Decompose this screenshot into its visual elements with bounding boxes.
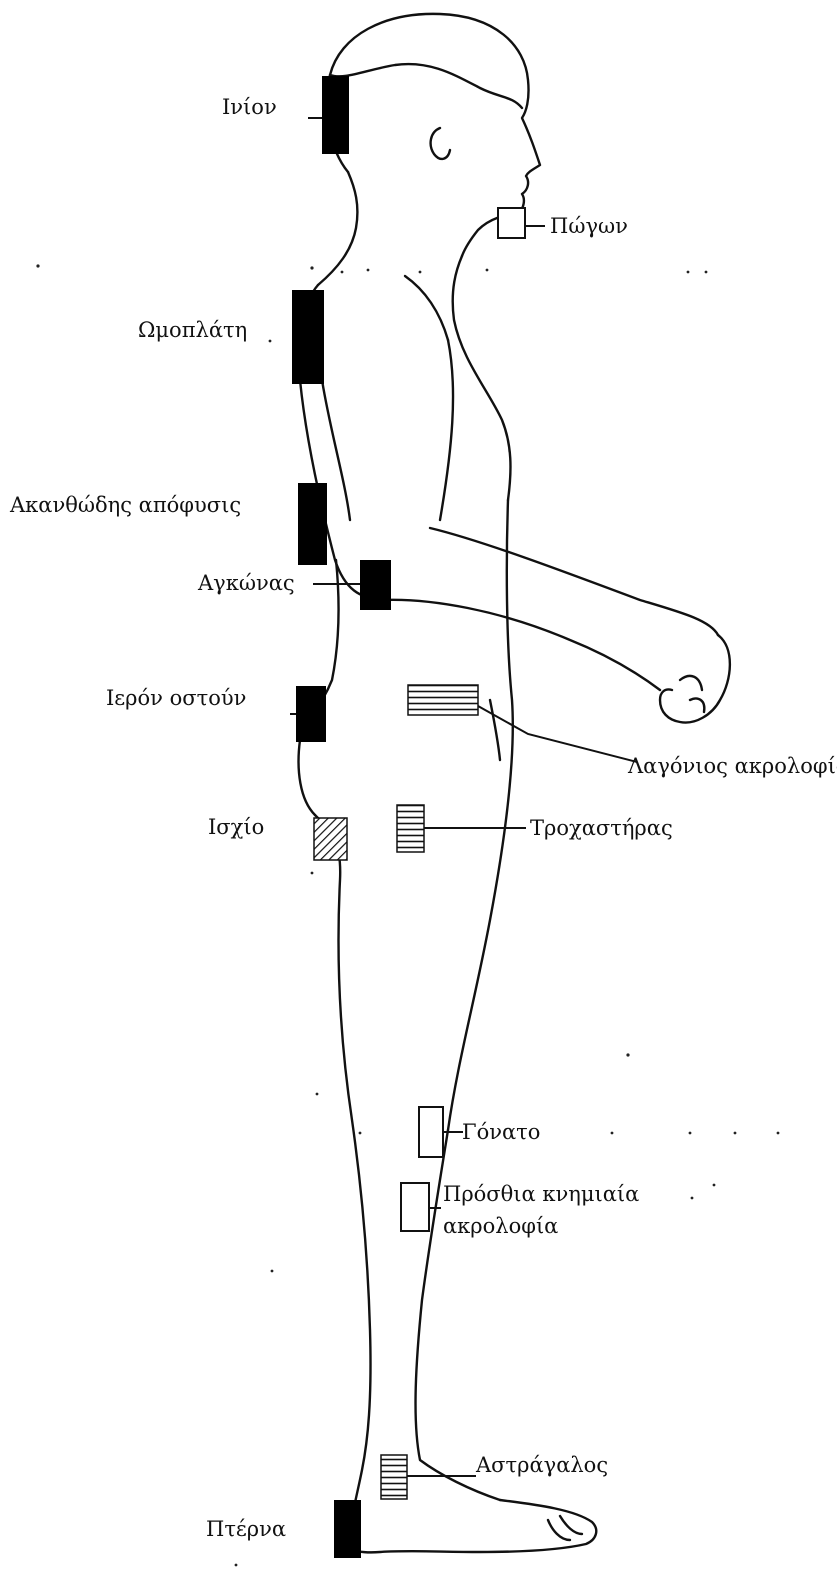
back-leg	[315, 815, 371, 1540]
hair-line	[330, 64, 522, 108]
leader-lagonios	[478, 706, 637, 762]
marker-proshia	[401, 1183, 429, 1231]
label-omoplati: Ωμοπλάτη	[138, 320, 247, 341]
label-astragalos: Αστράγαλος	[476, 1455, 608, 1476]
label-ieron: Ιερόν οστούν	[106, 688, 246, 709]
label-proshia-line1: Πρόσθια κνημιαία	[443, 1184, 639, 1205]
label-trochastiras: Τροχαστήρας	[530, 818, 673, 839]
marker-pterna	[334, 1500, 361, 1558]
forearm-bottom	[382, 600, 660, 690]
marker-astragalos	[381, 1455, 407, 1499]
fist-fingers	[680, 676, 704, 712]
marker-ieron	[296, 686, 326, 742]
marker-lagonios	[408, 685, 478, 715]
neck-back	[318, 172, 357, 285]
toes	[548, 1516, 582, 1540]
body-outline	[299, 14, 730, 1553]
scan-specks	[36, 264, 779, 1566]
marker-ischio	[314, 818, 347, 860]
leader-lines	[290, 118, 637, 1476]
head-outline	[327, 14, 540, 212]
label-agkonas: Αγκώνας	[198, 573, 295, 594]
label-inion: Ινίον	[222, 97, 277, 118]
label-lagonios: Λαγόνιος ακρολοφία	[628, 756, 837, 777]
marker-gonato	[419, 1107, 443, 1157]
chest-front	[453, 256, 511, 500]
markers	[292, 76, 525, 1558]
label-proshia-line2: ακρολοφία	[443, 1216, 558, 1237]
fist-outline	[660, 635, 730, 723]
marker-agkonas	[360, 560, 391, 610]
label-pterna: Πτέρνα	[206, 1519, 286, 1540]
marker-trochastiras	[397, 805, 424, 852]
forearm-top	[430, 528, 718, 635]
marker-pogon	[498, 208, 525, 238]
foot-outline	[350, 1500, 596, 1552]
marker-akanthodis	[298, 483, 327, 565]
label-pogon: Πώγων	[550, 216, 628, 237]
torso-front	[448, 500, 513, 1130]
marker-omoplati	[292, 290, 324, 384]
groin-line	[490, 700, 500, 760]
shoulder-curve	[405, 276, 448, 340]
ear-outline	[431, 128, 450, 159]
label-ischio: Ισχίο	[208, 817, 264, 838]
marker-inion	[322, 76, 349, 154]
upper-arm-front	[440, 340, 453, 520]
label-akanthodis: Ακανθώδης απόφυσις	[10, 495, 241, 516]
label-gonato: Γόνατο	[462, 1122, 540, 1143]
